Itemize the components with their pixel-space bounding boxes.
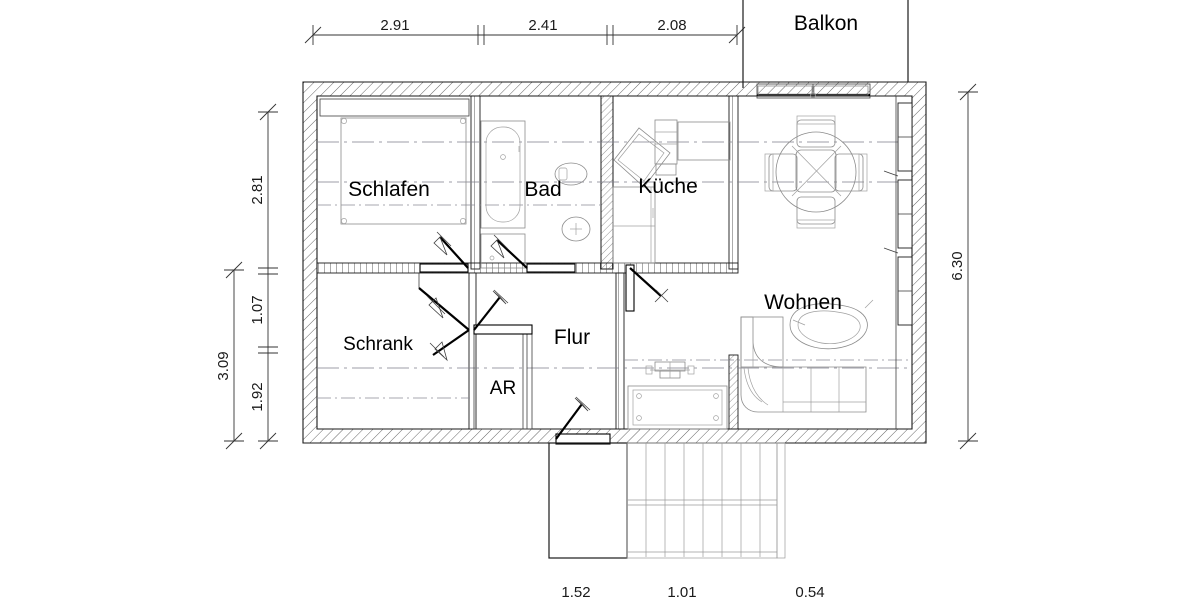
dimension-left-total: 3.09 <box>215 351 232 380</box>
room-schrank <box>418 273 470 362</box>
room-label-ar: AR <box>490 378 516 399</box>
dimension-bottom-1: 1.52 <box>561 584 590 600</box>
dim-tick <box>258 103 278 121</box>
door-entrance <box>555 396 611 445</box>
room-ar <box>473 289 533 430</box>
stair-treads <box>645 443 761 557</box>
furniture-bathtub <box>480 120 526 229</box>
room-label-balkon: Balkon <box>794 12 858 35</box>
door-ar <box>473 289 533 335</box>
room-label-schlafen: Schlafen <box>348 178 430 201</box>
dim-tick <box>258 346 278 354</box>
room-label-bad: Bad <box>524 178 561 201</box>
dimension-right-total: 6.30 <box>949 251 966 280</box>
balcony-sliding-door <box>756 83 871 99</box>
dim-tick <box>224 261 244 279</box>
exterior-walls <box>302 81 927 444</box>
dimension-top-2: 2.41 <box>528 17 557 34</box>
room-schlafen <box>319 98 470 273</box>
door-kueche <box>625 264 669 312</box>
dim-tick <box>958 432 978 450</box>
furniture-bed <box>340 117 467 225</box>
dim-tick <box>258 267 278 275</box>
furniture-stool <box>645 361 695 379</box>
furniture-dining-set <box>764 115 868 229</box>
furniture-toilet <box>554 162 588 186</box>
dim-tick <box>477 25 485 45</box>
dim-tick <box>258 432 278 450</box>
furniture-coffee-table <box>789 299 874 350</box>
furniture-sofa <box>740 316 867 413</box>
left-dimension-chain-inner: 2.81 1.07 1.92 <box>249 103 278 450</box>
dimension-top-3: 2.08 <box>657 17 686 34</box>
dim-tick <box>958 83 978 101</box>
room-kueche <box>612 119 731 312</box>
bottom-dimension-chain: 1.52 1.01 0.54 <box>561 584 824 600</box>
room-label-wohnen: Wohnen <box>764 291 842 314</box>
dim-tick <box>728 25 746 45</box>
furniture-shower <box>480 233 526 269</box>
furniture-corner-unit <box>613 127 671 188</box>
dimension-left-2: 1.07 <box>249 295 266 324</box>
room-label-flur: Flur <box>554 326 590 349</box>
furniture-bench <box>627 385 728 430</box>
balcony-outline <box>742 0 909 88</box>
dimension-bottom-2: 1.01 <box>667 584 696 600</box>
top-dimension-chain: 2.91 2.41 2.08 <box>304 17 746 45</box>
room-label-kueche: Küche <box>638 175 698 198</box>
interior-walls <box>316 95 739 430</box>
dim-tick <box>606 25 614 45</box>
furniture-cabinets <box>612 186 656 264</box>
furniture-sink <box>561 216 591 242</box>
dimension-bottom-3: 0.54 <box>795 584 824 600</box>
stair-landing <box>548 442 786 559</box>
dim-tick <box>224 432 244 450</box>
door-schrank <box>418 273 470 362</box>
door-schlafen <box>419 231 469 273</box>
right-dimension-chain: 6.30 <box>949 83 978 450</box>
room-bad <box>480 120 591 273</box>
left-dimension-chain-outer: 3.09 <box>215 261 244 450</box>
room-wohnen <box>627 96 913 430</box>
dim-tick <box>304 25 322 45</box>
dimension-left-1: 2.81 <box>249 175 266 204</box>
windows-right-wall <box>897 102 913 326</box>
furniture-oven <box>654 119 678 176</box>
door-bad <box>490 234 576 273</box>
dimension-left-3: 1.92 <box>249 382 266 411</box>
dimension-top-1: 2.91 <box>380 17 409 34</box>
room-label-schrank: Schrank <box>343 334 413 355</box>
axis-dash-lines <box>317 141 912 399</box>
